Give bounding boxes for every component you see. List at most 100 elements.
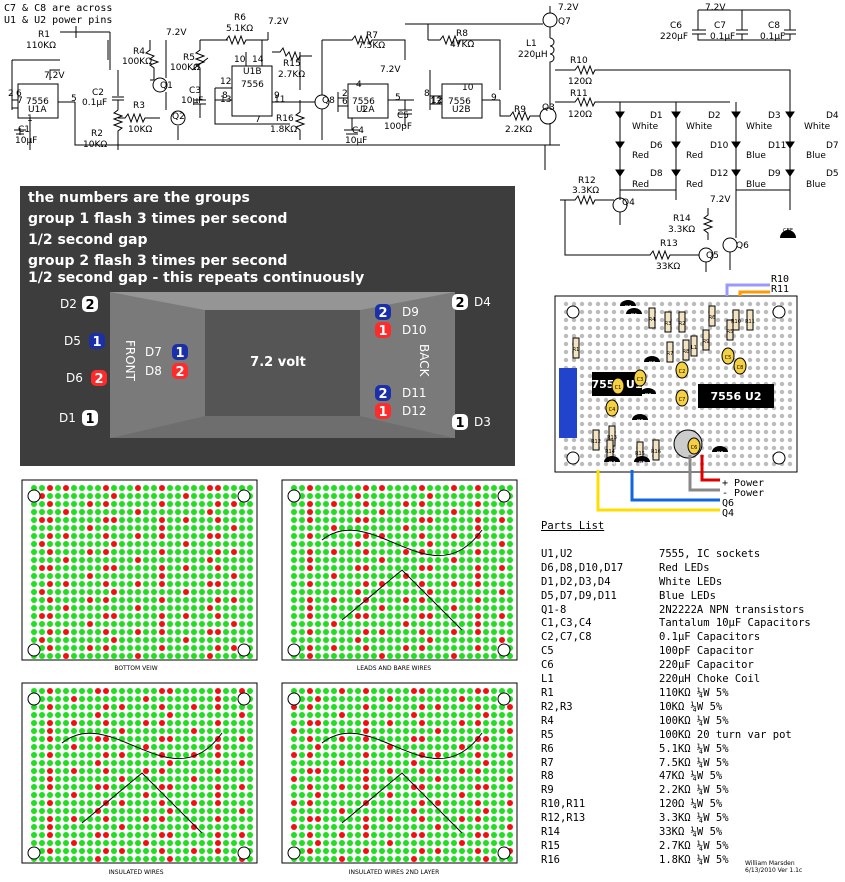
schematic-label-d9: D9 xyxy=(768,169,781,179)
schematic-label-r12: R12 xyxy=(578,176,596,186)
pcb-part-c6: C6 xyxy=(687,437,701,455)
schematic-label-r15v: 2.7KΩ xyxy=(278,70,305,80)
schematic-label-n13b: 13 xyxy=(430,97,441,107)
pcb-part-label: R13 xyxy=(607,435,617,441)
schematic-label-r11v: 120Ω xyxy=(568,110,592,120)
schematic-label-n4b: 4 xyxy=(356,80,362,90)
pcb-part-label: R15 xyxy=(635,451,645,457)
pot-r5 xyxy=(559,368,577,438)
schematic-label-q1: Q1 xyxy=(160,81,173,91)
pcb-part-label: C5 xyxy=(725,355,732,361)
schematic-label-c3: C3 xyxy=(189,86,201,96)
pcb-part-label: C8 xyxy=(737,365,744,371)
pcb-part-label: Q4 xyxy=(608,461,615,467)
part-designator: R15 xyxy=(541,839,560,852)
schematic-label-rd8: Red xyxy=(632,180,649,190)
author-name: William Marsden xyxy=(745,860,795,867)
schematic-label-d4: D4 xyxy=(826,111,839,121)
board-view-3: INSULATED WIRES xyxy=(21,682,258,876)
part-designator: R7 xyxy=(541,756,554,769)
schematic-label-bd11: Blue xyxy=(746,151,766,161)
pcb-part-label: R3 xyxy=(665,321,672,327)
schematic-label-r16: R16 xyxy=(276,114,294,124)
part-designator: R5 xyxy=(541,728,554,741)
part-description: 1.8KΩ ¼W 5% xyxy=(659,853,729,866)
part-designator: C1,C3,C4 xyxy=(541,617,592,630)
part-description: 100pF Capacitor xyxy=(659,645,754,658)
part-description: 5.1KΩ ¼W 5% xyxy=(659,742,729,755)
schematic-label-q2: Q2 xyxy=(172,112,185,122)
pcb-part-q7: Q7 xyxy=(620,300,636,311)
schematic-label-c1v: 10μF xyxy=(15,136,37,146)
pcb-part-l1: L1 xyxy=(690,335,698,357)
schematic-label-q6: Q6 xyxy=(736,241,749,251)
schematic-label-d12: D12 xyxy=(710,169,728,179)
schematic-label-n6b: 6 xyxy=(342,97,348,107)
schematic-label-r1: R1 xyxy=(38,30,50,40)
schematic-label-u2b: 7556 xyxy=(448,97,471,107)
pcb-part-label: R5 xyxy=(727,329,734,335)
pcb-part-q6: Q6 xyxy=(712,446,728,457)
panel-line-1: the numbers are the groups xyxy=(28,190,250,206)
schematic-label-p72a: 7.2V xyxy=(44,71,65,81)
pcb-part-r10: R10 xyxy=(731,309,741,331)
pcb-part-r2: R2 xyxy=(678,311,686,333)
schematic-label-n2b: 2 xyxy=(342,89,348,99)
part-description: 2.7KΩ ¼W 5% xyxy=(659,839,729,852)
schematic-label-r8v: 47KΩ xyxy=(450,40,474,50)
pcb-part-r4: R4 xyxy=(648,307,656,329)
schematic-label-r3v: 10KΩ xyxy=(128,125,152,135)
part-description: 7.5KΩ ¼W 5% xyxy=(659,756,729,769)
schematic-label-n7b: 7 xyxy=(255,115,261,125)
schematic-label-n9b: 9 xyxy=(491,93,497,103)
pcb-part-q8: Q8 xyxy=(632,414,648,425)
part-description: Red LEDs xyxy=(659,561,710,574)
schematic-label-r7v: 7.5KΩ xyxy=(358,41,385,51)
schematic-label-n1b: 1 xyxy=(361,105,367,115)
pcb-part-label: R9 xyxy=(703,339,710,345)
schematic-label-c2: C2 xyxy=(92,88,104,98)
board-caption: INSULATED WIRES 2ND LAYER xyxy=(349,869,440,876)
chip-u2 xyxy=(698,384,774,408)
pcb-part-label: C1 xyxy=(615,385,622,391)
schematic-label-c7: C7 xyxy=(714,21,726,31)
schematic-label-r14v: 3.3KΩ xyxy=(668,225,695,235)
schematic-label-r14: R14 xyxy=(673,214,691,224)
schematic-label-c6: C6 xyxy=(670,21,682,31)
schematic-label-r7: R7 xyxy=(366,31,378,41)
schematic-label-rd6: Red xyxy=(632,151,649,161)
pcb-part-c2: C2 xyxy=(675,361,689,379)
schematic-label-r5v: 100KΩ xyxy=(170,63,200,73)
schematic-label-r2: R2 xyxy=(91,129,103,139)
schematic-label-d2: D2 xyxy=(708,111,721,121)
schematic-label-n10b: 10 xyxy=(462,83,474,93)
pinout-label: CBE xyxy=(783,228,793,234)
part-designator: R1 xyxy=(541,686,554,699)
note-line-1: C7 & C8 are across xyxy=(4,3,113,14)
pcb-part-r7: R7 xyxy=(666,341,674,363)
schematic-label-n2a: 2 xyxy=(8,89,14,99)
part-designator: R12,R13 xyxy=(541,812,586,825)
schematic-label-r8: R8 xyxy=(456,29,468,39)
schematic-label-c4v: 10μF xyxy=(345,136,367,146)
schematic-label-c4: C4 xyxy=(352,126,364,136)
part-designator: R16 xyxy=(541,853,560,866)
schematic-label-n5b: 5 xyxy=(395,93,401,103)
pcb-part-r8: R8 xyxy=(682,339,690,361)
schematic-label-n12: 12 xyxy=(220,77,231,87)
pcb-part-r3: R3 xyxy=(664,311,672,333)
schematic-label-n14: 14 xyxy=(252,55,264,65)
pcb-part-label: R7 xyxy=(667,351,674,357)
schematic-label-d6: D6 xyxy=(650,141,663,151)
capacitor-note: C7 & C8 are across U1 & U2 power pins xyxy=(4,3,112,27)
pcb-part-label: C2 xyxy=(679,369,686,375)
author-signature: William Marsden 6/13/2010 Ver 1.1c xyxy=(745,860,802,874)
board-view-4: INSULATED WIRES 2ND LAYER xyxy=(281,682,518,876)
